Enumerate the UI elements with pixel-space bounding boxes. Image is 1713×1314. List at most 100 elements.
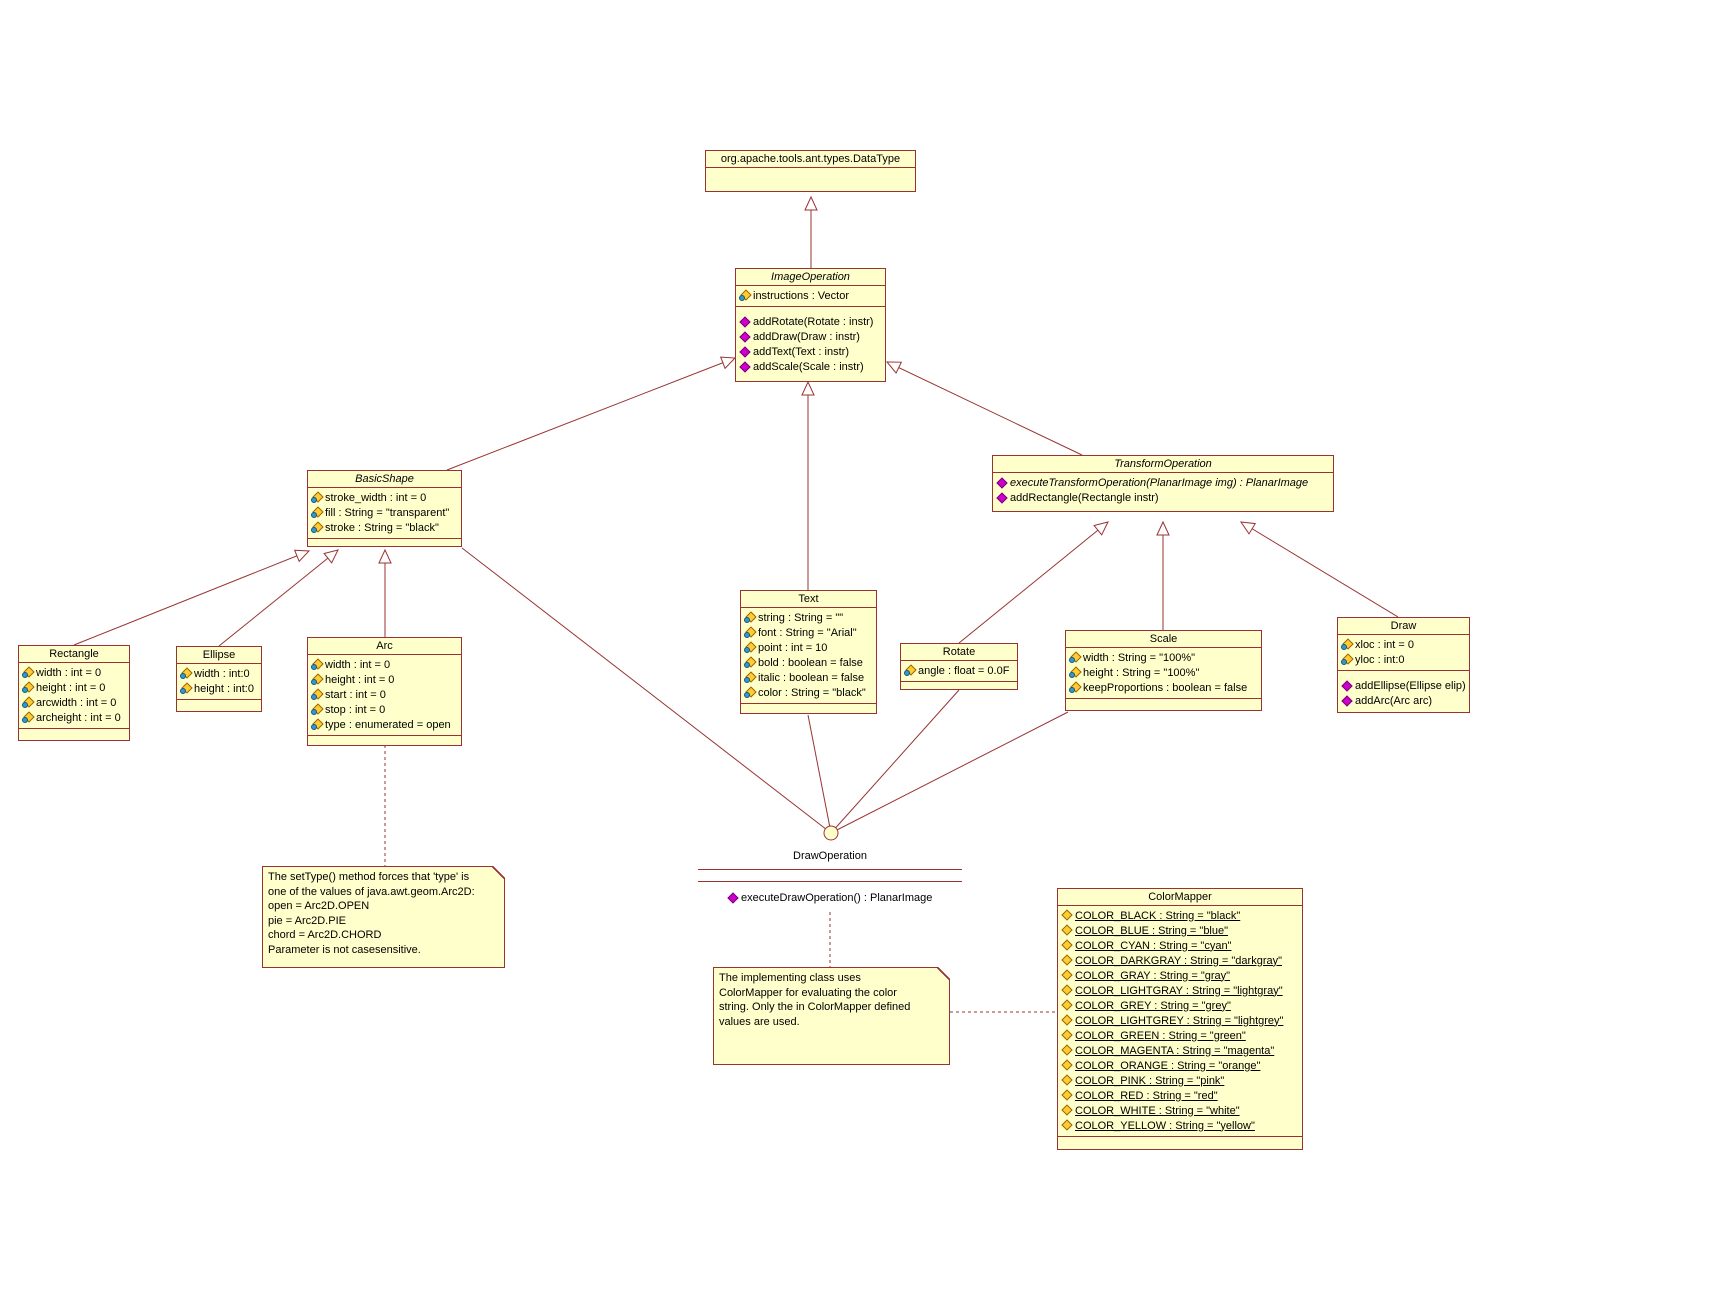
method-text: addEllipse(Ellipse elip) <box>1355 679 1466 692</box>
attribute-row: COLOR_MAGENTA : String = "magenta" <box>1058 1043 1302 1058</box>
class-imageoperation[interactable]: ImageOperation instructions : Vector add… <box>735 268 886 382</box>
attribute-row: fill : String = "transparent" <box>308 505 461 520</box>
class-title: Rotate <box>942 646 976 658</box>
attribute-icon <box>744 627 756 638</box>
attribute-row: type : enumerated = open <box>308 717 461 732</box>
attribute-row: stroke : String = "black" <box>308 520 461 535</box>
static-attribute-icon <box>1061 910 1073 921</box>
attribute-text: italic : boolean = false <box>758 671 865 684</box>
class-title: org.apache.tools.ant.types.DataType <box>720 153 901 165</box>
method-text: addArc(Arc arc) <box>1355 694 1433 707</box>
attribute-row: string : String = "" <box>741 610 876 625</box>
method-text: executeTransformOperation(PlanarImage im… <box>1010 476 1309 489</box>
method-row: addArc(Arc arc) <box>1338 693 1469 708</box>
attribute-row: COLOR_WHITE : String = "white" <box>1058 1103 1302 1118</box>
attribute-icon <box>1341 654 1353 665</box>
class-basicshape[interactable]: BasicShape stroke_width : int = 0 fill :… <box>307 470 462 547</box>
attribute-text: stroke_width : int = 0 <box>325 491 427 504</box>
real-rotate-drawoperation <box>830 689 960 834</box>
attribute-icon <box>311 719 323 730</box>
class-ellipse[interactable]: Ellipse width : int:0 height : int:0 <box>176 646 262 712</box>
class-rotate[interactable]: Rotate angle : float = 0.0F <box>900 643 1018 690</box>
empty-compartment <box>706 167 915 191</box>
attribute-row: COLOR_YELLOW : String = "yellow" <box>1058 1118 1302 1133</box>
attribute-row: stop : int = 0 <box>308 702 461 717</box>
class-scale[interactable]: Scale width : String = "100%" height : S… <box>1065 630 1262 711</box>
attributes-compartment: string : String = "" font : String = "Ar… <box>741 607 876 703</box>
attribute-icon <box>311 492 323 503</box>
method-row: addText(Text : instr) <box>736 344 885 359</box>
attribute-text: point : int = 10 <box>758 641 828 654</box>
attribute-icon <box>22 667 34 678</box>
attributes-compartment: xloc : int = 0 yloc : int:0 <box>1338 634 1469 670</box>
static-attribute-icon <box>1061 1075 1073 1086</box>
class-arc[interactable]: Arc width : int = 0 height : int = 0 sta… <box>307 637 462 746</box>
attribute-text: width : String = "100%" <box>1083 651 1196 664</box>
method-icon <box>996 477 1008 488</box>
attribute-row: COLOR_GREEN : String = "green" <box>1058 1028 1302 1043</box>
empty-compartment <box>901 681 1017 689</box>
attribute-row: COLOR_LIGHTGREY : String = "lightgrey" <box>1058 1013 1302 1028</box>
method-icon <box>739 361 751 372</box>
attribute-row: bold : boolean = false <box>741 655 876 670</box>
static-attribute-icon <box>1061 955 1073 966</box>
attribute-row: angle : float = 0.0F <box>901 663 1017 678</box>
class-title: Scale <box>1149 633 1178 645</box>
class-rectangle[interactable]: Rectangle width : int = 0 height : int =… <box>18 645 130 741</box>
real-text-drawoperation <box>807 714 832 834</box>
note-colormapper-usage[interactable]: The implementing class uses ColorMapper … <box>713 967 950 1065</box>
attribute-row: height : int:0 <box>177 681 261 696</box>
attribute-text: width : int = 0 <box>325 658 391 671</box>
attribute-text: COLOR_GRAY : String = "gray" <box>1075 969 1231 982</box>
method-text: addRotate(Rotate : instr) <box>753 315 874 328</box>
attribute-row: COLOR_GRAY : String = "gray" <box>1058 968 1302 983</box>
attribute-row: italic : boolean = false <box>741 670 876 685</box>
attribute-text: COLOR_GREY : String = "grey" <box>1075 999 1231 1012</box>
attribute-row: COLOR_ORANGE : String = "orange" <box>1058 1058 1302 1073</box>
attribute-text: COLOR_MAGENTA : String = "magenta" <box>1075 1044 1275 1057</box>
class-colormapper[interactable]: ColorMapper COLOR_BLACK : String = "blac… <box>1057 888 1303 1150</box>
class-datatype[interactable]: org.apache.tools.ant.types.DataType <box>705 150 916 192</box>
class-draw[interactable]: Draw xloc : int = 0 yloc : int:0 addElli… <box>1337 617 1470 713</box>
class-title: ColorMapper <box>1148 891 1212 903</box>
attribute-text: height : String = "100%" <box>1083 666 1200 679</box>
attribute-text: COLOR_ORANGE : String = "orange" <box>1075 1059 1261 1072</box>
methods-compartment: executeTransformOperation(PlanarImage im… <box>993 472 1333 511</box>
attribute-row: xloc : int = 0 <box>1338 637 1469 652</box>
attribute-icon <box>1069 652 1081 663</box>
attribute-row: keepProportions : boolean = false <box>1066 680 1261 695</box>
note-fold-icon <box>937 967 950 980</box>
static-attribute-icon <box>1061 1030 1073 1041</box>
gen-rectangle-basicshape <box>73 549 311 646</box>
attribute-text: COLOR_LIGHTGREY : String = "lightgrey" <box>1075 1014 1284 1027</box>
attribute-row: height : int = 0 <box>308 672 461 687</box>
gen-ellipse-basicshape <box>218 549 339 647</box>
interface-circle[interactable] <box>823 825 839 841</box>
static-attribute-icon <box>1061 1000 1073 1011</box>
method-icon <box>739 346 751 357</box>
attribute-icon <box>744 642 756 653</box>
static-attribute-icon <box>1061 925 1073 936</box>
attribute-row: COLOR_BLUE : String = "blue" <box>1058 923 1302 938</box>
attributes-compartment: stroke_width : int = 0 fill : String = "… <box>308 487 461 538</box>
attribute-text: height : int = 0 <box>36 681 106 694</box>
class-transformoperation[interactable]: TransformOperation executeTransformOpera… <box>992 455 1334 512</box>
class-text[interactable]: Text string : String = "" font : String … <box>740 590 877 714</box>
attribute-icon <box>22 682 34 693</box>
attribute-row: width : int = 0 <box>308 657 461 672</box>
attribute-row: start : int = 0 <box>308 687 461 702</box>
class-title: Rectangle <box>49 648 99 660</box>
attribute-row: height : String = "100%" <box>1066 665 1261 680</box>
attribute-icon <box>180 683 192 694</box>
attribute-row: COLOR_LIGHTGRAY : String = "lightgray" <box>1058 983 1302 998</box>
note-arc-settype[interactable]: The setType() method forces that 'type' … <box>262 866 505 968</box>
method-text: addText(Text : instr) <box>753 345 849 358</box>
interface-method-row: executeDrawOperation() : PlanarImage <box>724 890 935 905</box>
class-title: Ellipse <box>202 649 236 661</box>
attribute-text: start : int = 0 <box>325 688 386 701</box>
methods-compartment: addEllipse(Ellipse elip) addArc(Arc arc) <box>1338 670 1469 712</box>
interface-compartment-line-1 <box>698 869 962 870</box>
attribute-text: COLOR_LIGHTGRAY : String = "lightgray" <box>1075 984 1283 997</box>
attribute-text: COLOR_BLACK : String = "black" <box>1075 909 1241 922</box>
